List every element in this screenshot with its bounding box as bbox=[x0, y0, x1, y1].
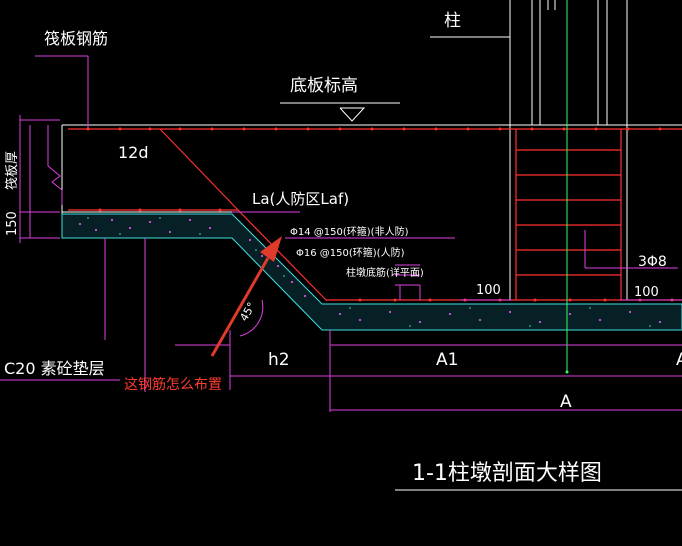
label-raft-rebar: 筏板钢筋 bbox=[44, 29, 108, 48]
dimension-lines bbox=[0, 55, 682, 412]
label-raft-thickness: 筏板厚 bbox=[4, 151, 20, 190]
drawing-text: 柱 筏板钢筋 底板标高 筏板厚 12d La(人防区Laf) Φ14 @150(… bbox=[4, 11, 682, 486]
label-rebar-2: Φ16 @150(环箍)(人防) bbox=[296, 246, 405, 259]
label-150: 150 bbox=[5, 211, 20, 236]
label-slab-elevation: 底板标高 bbox=[290, 76, 358, 96]
drawing-title: 1-1柱墩剖面大样图 bbox=[412, 461, 602, 486]
elevation-marker bbox=[280, 102, 400, 122]
concrete-cushion bbox=[61, 213, 682, 331]
label-callout: 这钢筋怎么布置 bbox=[124, 376, 222, 393]
label-rebar-3: 柱墩底筋(详平面) bbox=[346, 266, 424, 279]
label-12d: 12d bbox=[118, 143, 149, 162]
label-a1: A1 bbox=[436, 350, 458, 370]
label-a-right: A bbox=[676, 350, 682, 370]
axis-marker bbox=[565, 370, 569, 374]
label-h2: h2 bbox=[268, 350, 290, 370]
label-la: La(人防区Laf) bbox=[252, 190, 349, 208]
label-100-a: 100 bbox=[476, 283, 501, 298]
label-stirrup: 3Φ8 bbox=[638, 254, 667, 270]
rebar-dots bbox=[86, 127, 674, 302]
label-rebar-1: Φ14 @150(环箍)(非人防) bbox=[290, 225, 409, 238]
label-column: 柱 bbox=[444, 11, 461, 31]
label-axis-a: A bbox=[560, 392, 572, 412]
label-100-b: 100 bbox=[634, 285, 659, 300]
label-cushion: C20 素砼垫层 bbox=[4, 359, 105, 378]
callout-arrow bbox=[210, 236, 282, 357]
